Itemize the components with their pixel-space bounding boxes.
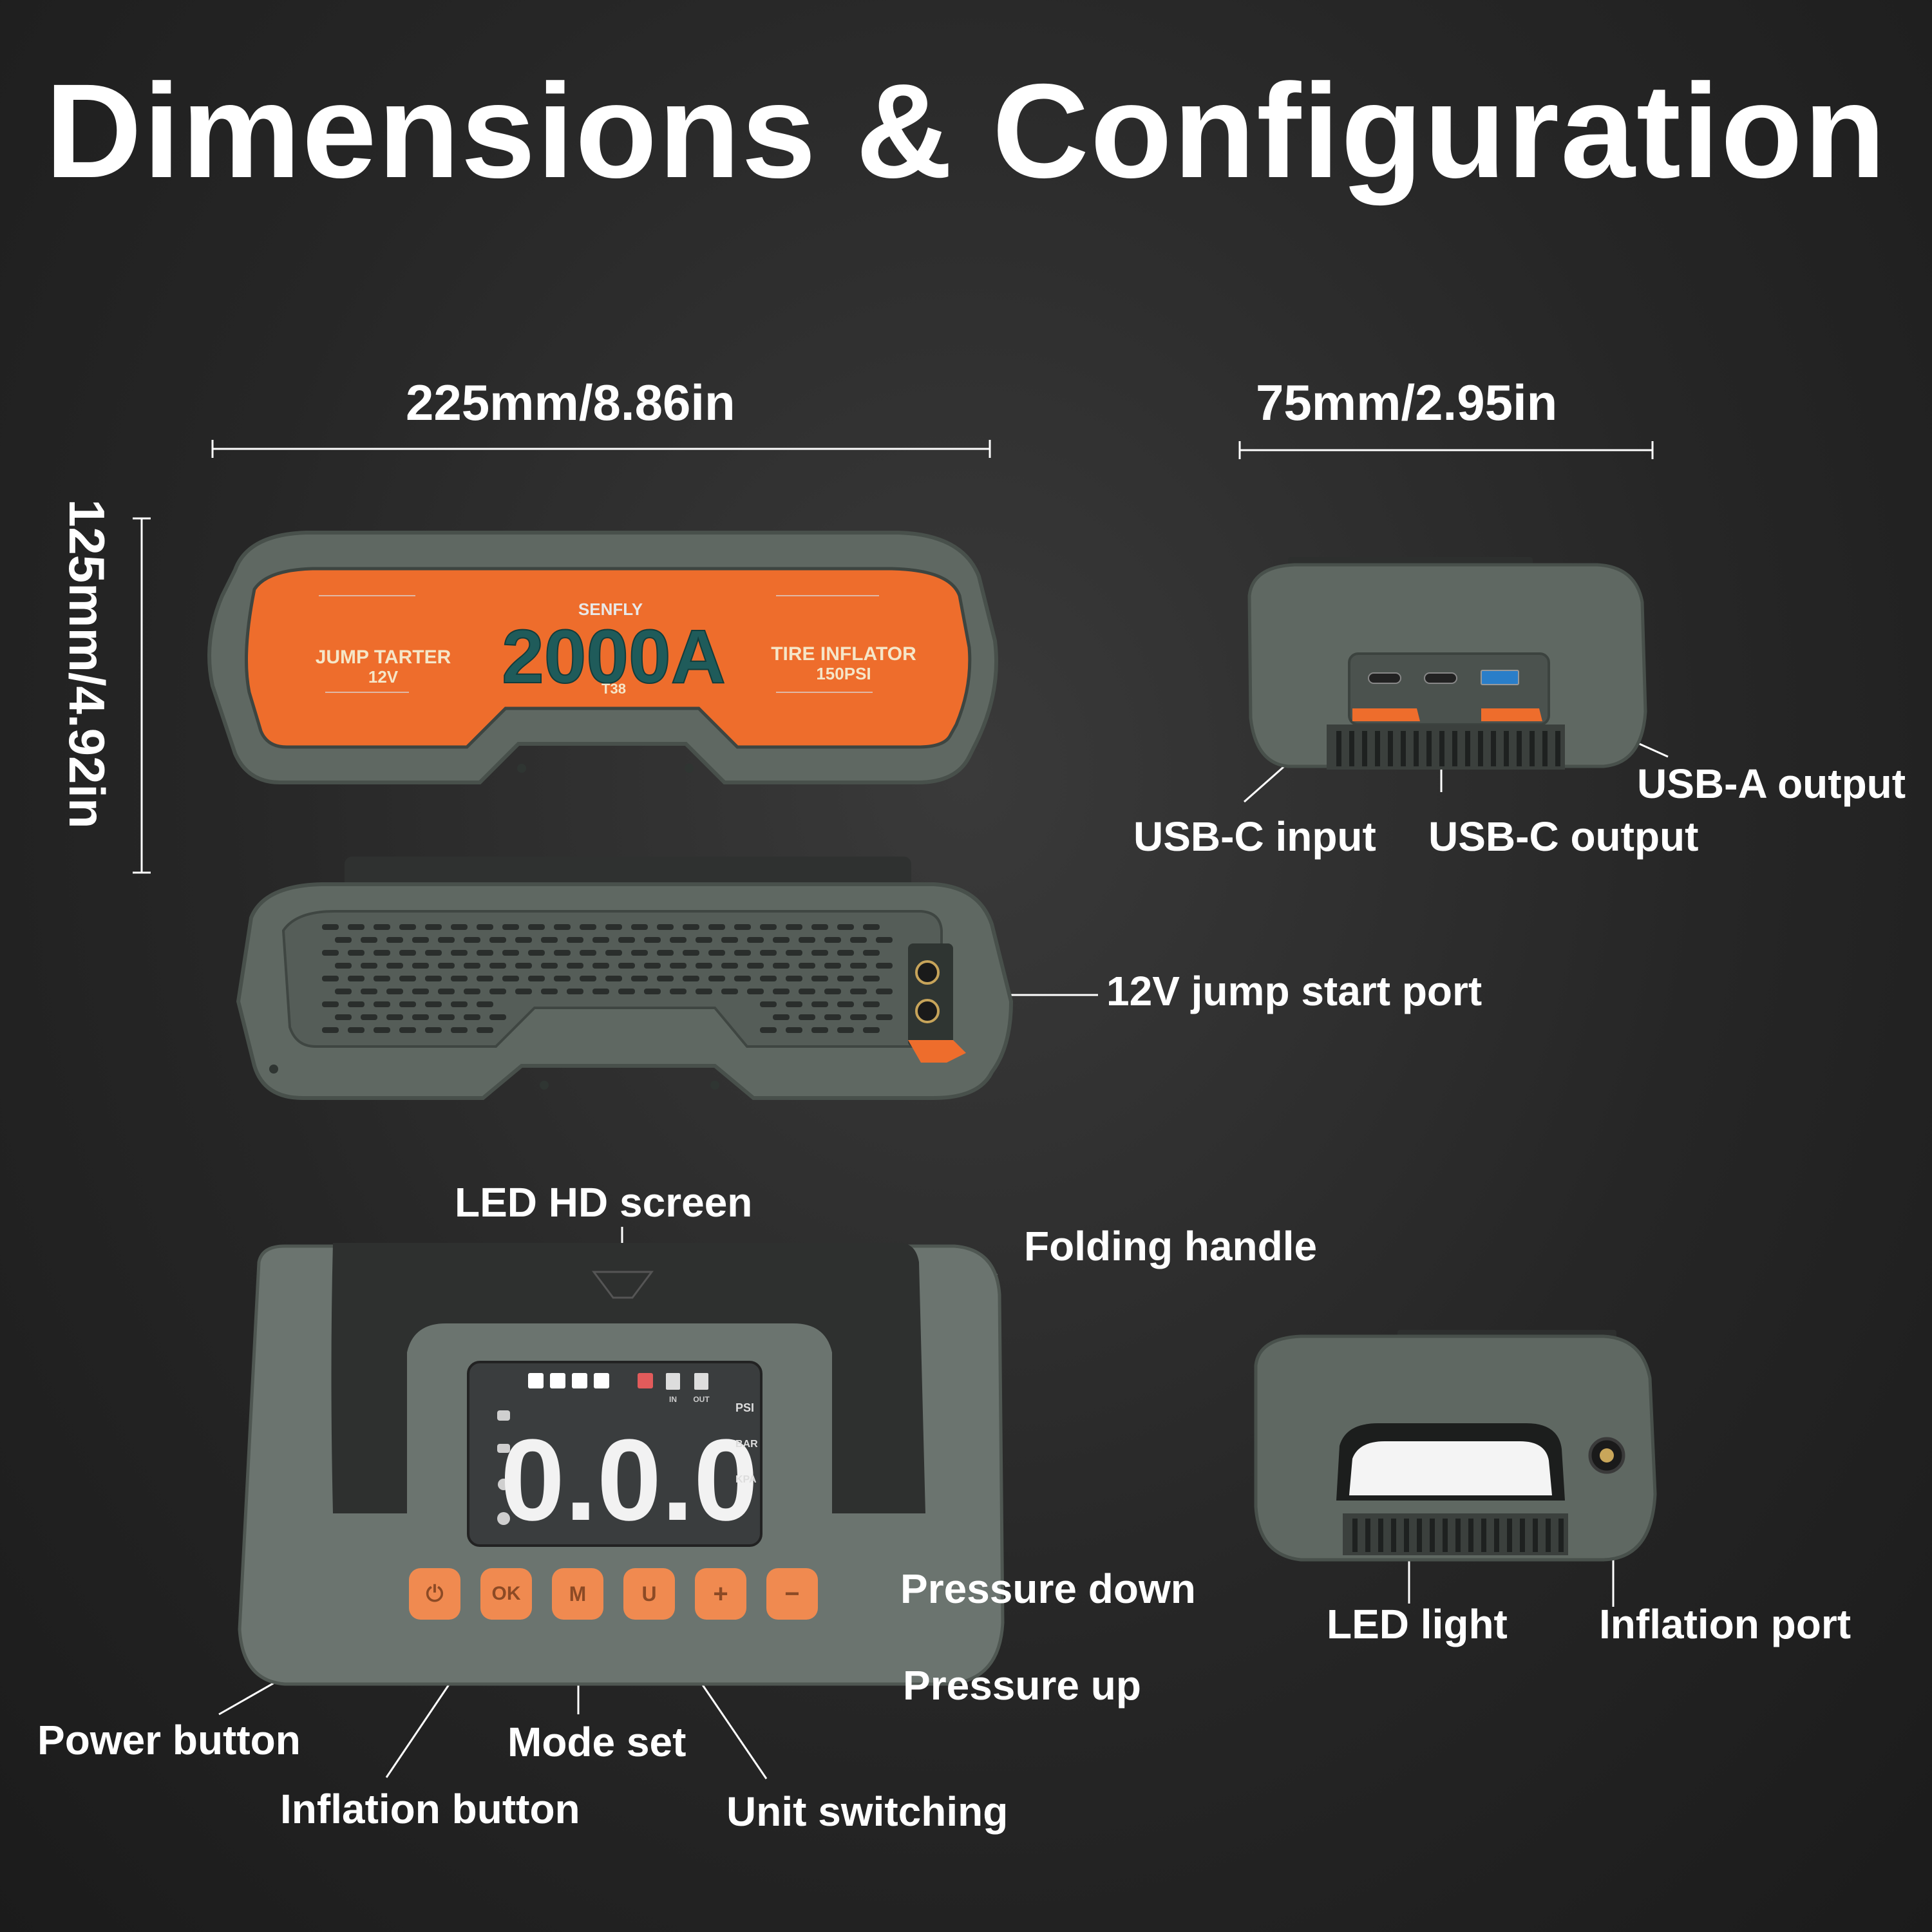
plus-button[interactable]: + [695,1568,746,1620]
unit-kpa-label: KPA [735,1474,757,1485]
pressure-readout: 0.0.0 [500,1416,758,1545]
model-text: T38 [601,681,626,697]
power-button[interactable]: ⏻ [409,1568,460,1620]
page-title: Dimensions & Configuration [45,57,1887,206]
device-side-light-view [1243,1327,1681,1581]
device-side-ports-view [1236,551,1655,799]
device-back-view [225,853,1024,1114]
mode-button[interactable]: M [552,1568,603,1620]
minus-button[interactable]: − [766,1568,818,1620]
led-light-label: LED light [1327,1601,1508,1647]
tire-pressure-text: 150PSI [816,664,871,683]
brand-text: SENFLY [578,600,643,619]
jump-voltage-text: 12V [368,667,399,687]
inflation-button-label: Inflation button [280,1786,580,1832]
indicator-out-text: OUT [693,1395,710,1404]
amperage-text: 2000A [502,614,726,699]
unit-psi-label: PSI [735,1401,754,1414]
usb-a-output-label: USB-A output [1637,761,1906,807]
unit-button[interactable]: U [623,1568,675,1620]
led-hd-screen-label: LED HD screen [455,1179,753,1226]
unit-bar-label: BAR [735,1439,758,1450]
control-buttons-row: ⏻ OK M U + − [409,1568,824,1620]
depth-dimension-label: 75mm/2.95in [1256,374,1558,431]
inflation-port-label: Inflation port [1599,1601,1852,1647]
pressure-up-label: Pressure up [903,1662,1141,1709]
power-button-label: Power button [37,1717,301,1763]
usb-c-input-label: USB-C input [1133,813,1376,860]
pressure-down-label: Pressure down [900,1566,1196,1612]
device-top-control-view: IN OUT 0.0.0 PSI BAR KPA [233,1243,1006,1697]
jump-start-port-label: 12V jump start port [1106,968,1482,1014]
unit-switching-label: Unit switching [726,1788,1009,1835]
tire-inflator-text: TIRE INFLATOR [771,643,916,665]
mode-set-label: Mode set [507,1719,687,1765]
indicator-in-text: IN [669,1395,677,1404]
jump-starter-text: JUMP TARTER [316,647,451,668]
ok-button[interactable]: OK [480,1568,532,1620]
device-front-view: SENFLY JUMP TARTER 12V TIRE INFLATOR 150… [196,525,1008,799]
usb-c-output-label: USB-C output [1428,813,1699,860]
folding-handle-label: Folding handle [1024,1223,1318,1269]
width-dimension-label: 225mm/8.86in [406,374,735,431]
